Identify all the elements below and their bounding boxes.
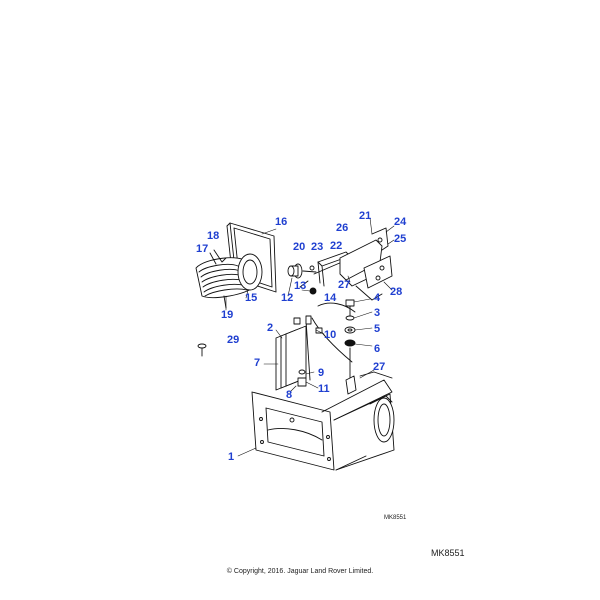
callout-2: 2 xyxy=(267,322,274,334)
callout-1: 1 xyxy=(228,451,235,463)
mounting-bracket xyxy=(339,227,393,301)
callout-19: 19 xyxy=(221,309,234,321)
callout-27-upper: 27 xyxy=(338,279,351,291)
callout-10: 10 xyxy=(324,329,337,341)
callout-3: 3 xyxy=(374,307,381,319)
callout-5: 5 xyxy=(374,323,381,335)
callout-27-lower: 27 xyxy=(373,361,386,373)
callout-25: 25 xyxy=(394,233,407,245)
callout-6: 6 xyxy=(374,343,381,355)
callout-13: 13 xyxy=(294,280,307,292)
callout-21: 21 xyxy=(359,210,372,222)
callout-11: 11 xyxy=(318,383,330,395)
heater-housing xyxy=(251,371,395,471)
callout-7: 7 xyxy=(254,357,261,369)
leader-lines xyxy=(225,217,395,457)
diagram-reference: MK8551 xyxy=(431,548,465,558)
callout-28: 28 xyxy=(390,286,403,298)
callout-20: 20 xyxy=(293,241,306,253)
callout-8: 8 xyxy=(286,389,293,401)
bolt-washer-stack xyxy=(344,299,356,389)
callout-17: 17 xyxy=(196,243,209,255)
callout-12: 12 xyxy=(281,292,294,304)
flap-assembly xyxy=(275,315,323,391)
callout-15: 15 xyxy=(245,292,258,304)
grommet-assembly xyxy=(287,263,317,295)
callout-9: 9 xyxy=(318,367,325,379)
hose-clip xyxy=(209,249,227,265)
copyright-notice: © Copyright, 2016. Jaguar Land Rover Lim… xyxy=(226,568,374,575)
callout-14: 14 xyxy=(324,292,337,304)
callout-18: 18 xyxy=(207,230,220,242)
callout-24: 24 xyxy=(394,216,407,228)
callout-23: 23 xyxy=(311,241,324,253)
loose-screw xyxy=(197,343,207,357)
callout-22: 22 xyxy=(330,240,343,252)
ducting-hose xyxy=(195,253,263,309)
control-cable xyxy=(311,302,356,363)
callout-26: 26 xyxy=(336,222,349,234)
diagram-reference-small: MK8551 xyxy=(384,515,407,521)
callout-4: 4 xyxy=(374,292,381,304)
callout-29: 29 xyxy=(227,334,240,346)
callout-16: 16 xyxy=(275,216,288,228)
